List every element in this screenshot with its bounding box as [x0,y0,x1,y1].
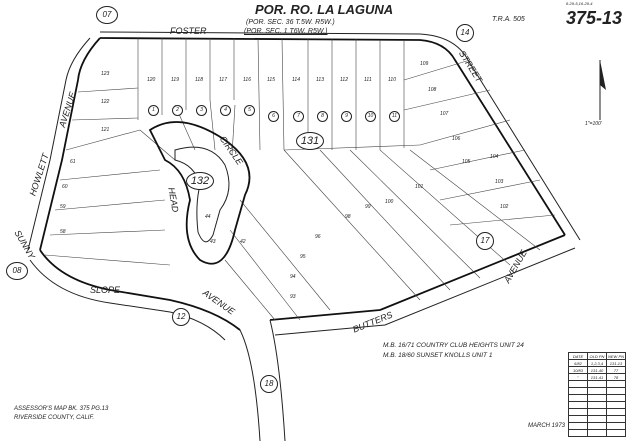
parcel-number[interactable]: 4 [220,105,231,116]
lot-number: 61 [70,159,76,165]
header-cell: DATE [568,352,588,360]
tra-label: T.R.A. 505 [492,16,525,23]
parcel-number[interactable]: 1 [148,105,159,116]
scale-label: 1"=100' [585,121,602,127]
lot-number: 120 [147,77,156,83]
map-page-ref[interactable]: 12 [172,308,190,326]
parcel-number[interactable]: 5 [244,105,255,116]
cell: 131-41 [587,373,607,381]
parcel-number[interactable]: 6 [268,111,279,122]
lot-number: 111 [364,77,372,83]
lot-number: 103 [495,179,504,185]
lot-number: 113 [316,77,324,83]
parcel-number[interactable]: 8 [317,111,328,122]
street-foster: FOSTER [170,26,207,36]
slope-avenue-line [39,249,241,331]
lot-number: 98 [345,214,351,220]
map-page-ref[interactable]: 18 [260,375,278,393]
lot-number: 122 [101,99,110,105]
assessor-map-ref: ASSESSOR'S MAP BK. 375 PG.13 [14,406,109,412]
lot-number: 94 [290,274,296,280]
lot-number: 119 [171,77,179,83]
lot-number: 43 [210,239,216,245]
map-page-ref[interactable]: 07 [96,6,118,24]
cell: 78 [606,373,626,381]
lot-number: 104 [490,154,499,160]
parcel-number[interactable]: 9 [341,111,352,122]
page-ref-small: 8-29-5,16-29-4 [566,1,593,6]
header-cell: NEW PN [606,352,626,360]
cell: 131-40 [587,366,607,374]
lot-number: 110 [388,77,396,83]
lot-number: 123 [101,71,110,77]
lot-number: 121 [101,127,110,133]
lot-number: 96 [315,234,321,240]
parcel-number[interactable]: 10 [365,111,376,122]
parcel-number[interactable]: 2 [172,105,183,116]
lot-number: 107 [440,111,449,117]
head-circle-street [148,121,251,265]
block-132[interactable]: 132 [186,172,214,190]
lot-number: 44 [205,214,211,220]
street-slope: SLOPE [90,285,121,295]
lot-number: 108 [428,87,437,93]
cell: 77 [606,366,626,374]
lot-number: 59 [60,204,66,210]
lot-number: 42 [240,239,246,245]
section-ref-2: (POR. SEC. 1 T6W. R5W.) [244,28,328,35]
lot-number: 118 [195,77,203,83]
lot-number: 114 [292,77,300,83]
map-page-ref[interactable]: 08 [6,262,28,280]
cell: 1,2,3,4 [587,359,607,367]
cell: 6/82 [568,359,588,367]
lot-number: 115 [267,77,275,83]
butters-avenue-line [269,234,566,321]
lot-number: 58 [60,229,66,235]
map-page-ref[interactable]: 14 [456,24,474,42]
lot-number: 60 [62,184,68,190]
lot-number: 101 [415,184,424,190]
map-page-ref[interactable]: 17 [476,232,494,250]
county-label: RIVERSIDE COUNTY, CALIF. [14,415,95,421]
howlett-avenue-line [39,37,101,251]
parcel-number[interactable]: 7 [293,111,304,122]
map-date: MARCH 1973 [528,423,566,429]
cell: " [568,373,588,381]
block-131[interactable]: 131 [296,132,324,150]
lot-number: 109 [420,61,429,67]
parcel-number[interactable]: 11 [389,111,400,122]
parcel-number[interactable]: 3 [196,105,207,116]
map-book-ref-1: M.B. 16/71 COUNTRY CLUB HEIGHTS UNIT 24 [383,342,524,349]
cell: 131-13 [606,359,626,367]
north-arrow-icon [599,60,606,120]
map-title: POR. RO. LA LAGUNA [255,2,394,17]
page-number: 375-13 [566,8,623,28]
lot-number: 117 [219,77,227,83]
lot-number: 116 [243,77,251,83]
lot-number: 95 [300,254,306,260]
map-book-ref-2: M.B. 18/60 SUNSET KNOLLS UNIT 1 [383,352,493,359]
lot-number: 93 [290,294,296,300]
foster-street-line [99,37,566,236]
lot-number: 99 [365,204,371,210]
header-cell: OLD PN [587,352,607,360]
lot-number: 105 [462,159,471,165]
lot-number: 102 [500,204,509,210]
section-ref-1: (POR. SEC. 36 T.5W. R5W.) [246,19,335,26]
lot-number: 106 [452,136,461,142]
lot-number: 112 [340,77,348,83]
cell: 10/83 [568,366,588,374]
lot-number: 100 [385,199,394,205]
